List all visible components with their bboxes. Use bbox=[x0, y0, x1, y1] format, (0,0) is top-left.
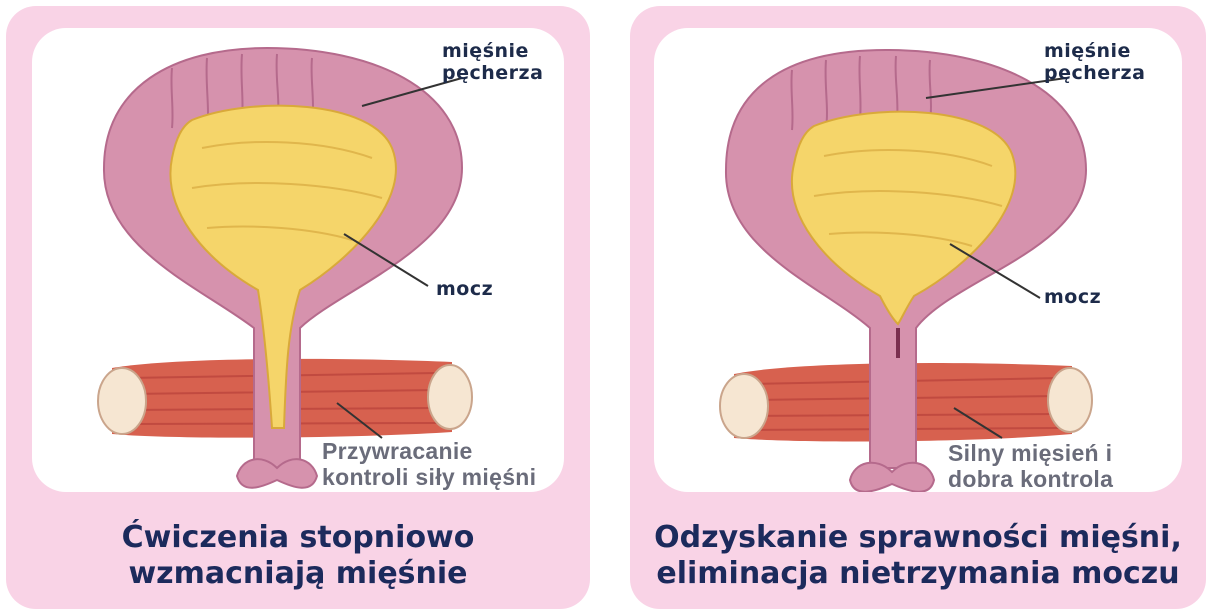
label-bladder-muscles: mięśnie pęcherza bbox=[1044, 40, 1145, 84]
label-bladder-muscles: mięśnie pęcherza bbox=[442, 40, 543, 84]
label-muscle-control: Silny mięsień i dobra kontrola bbox=[948, 440, 1113, 492]
bladder-illustration bbox=[32, 28, 564, 492]
label-muscle-control: Przywracanie kontroli siły mięśni bbox=[322, 438, 536, 490]
illustration-area: mięśnie pęcherza mocz Silny mięsień i do… bbox=[654, 28, 1182, 492]
panel-gradual-strengthening: mięśnie pęcherza mocz Przywracanie kontr… bbox=[6, 6, 590, 609]
label-urine: mocz bbox=[1044, 286, 1101, 308]
bladder-illustration bbox=[654, 28, 1182, 492]
panel-caption: Ćwiczenia stopniowo wzmacniają mięśnie bbox=[6, 520, 590, 592]
illustration-area: mięśnie pęcherza mocz Przywracanie kontr… bbox=[32, 28, 564, 492]
label-urine: mocz bbox=[436, 278, 493, 300]
panel-caption: Odzyskanie sprawności mięśni, eliminacja… bbox=[630, 520, 1206, 592]
panel-muscle-recovery: mięśnie pęcherza mocz Silny mięsień i do… bbox=[630, 6, 1206, 609]
